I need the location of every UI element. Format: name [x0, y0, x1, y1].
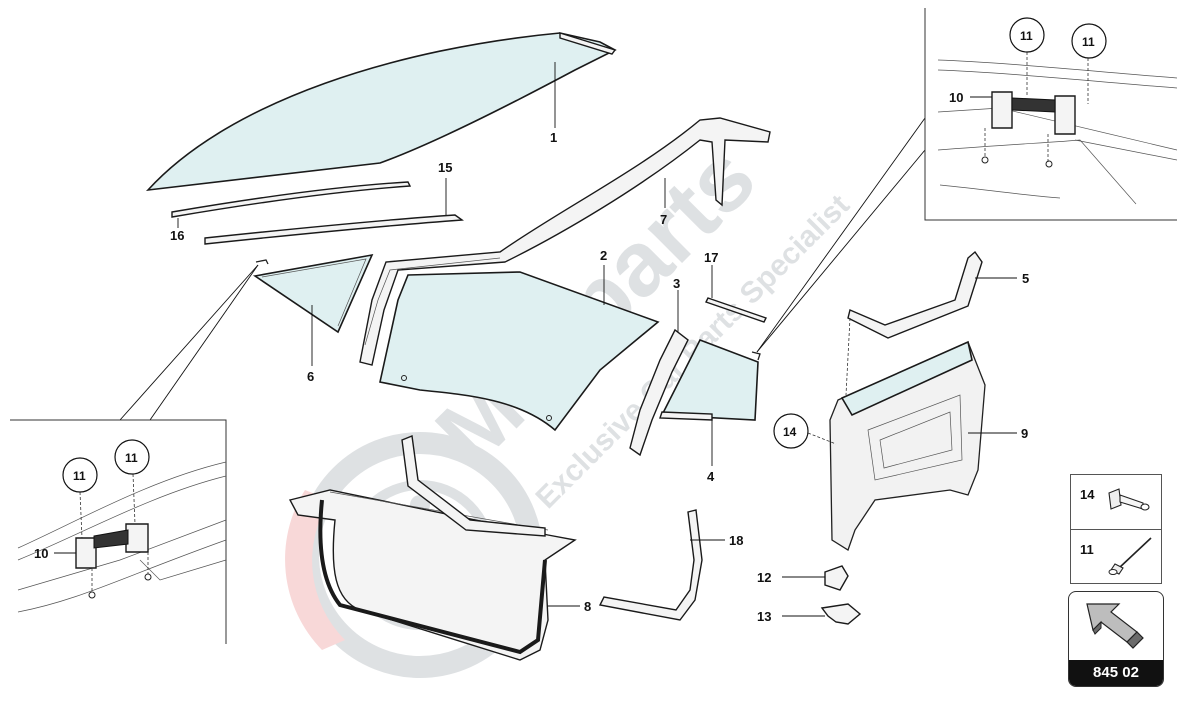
part-15-strip — [204, 214, 464, 245]
rivet-marker-right — [751, 351, 761, 361]
callout-14-circle — [773, 413, 809, 449]
callout-4: 4 — [707, 469, 715, 484]
callout-16: 16 — [170, 228, 184, 243]
callout-9: 9 — [1021, 426, 1028, 441]
reference-code: 845 02 — [1069, 660, 1163, 686]
callout-13: 13 — [757, 609, 771, 624]
callout-17: 17 — [704, 250, 718, 265]
direction-arrow-icon — [1086, 603, 1144, 649]
detail-bl-label-a: 11 — [73, 469, 86, 483]
detail-tr-circle-b — [1071, 23, 1107, 59]
part-7-door-frame — [359, 117, 771, 366]
callout-3: 3 — [673, 276, 680, 291]
part-3-pillar-seal — [629, 328, 689, 457]
fastener-legend: 14 11 — [1070, 474, 1162, 584]
rivet-bolt-icon — [1108, 488, 1150, 511]
detail-tr-label-b: 11 — [1082, 35, 1095, 49]
callout-2: 2 — [600, 248, 607, 263]
detail-bl-label-b: 11 — [125, 451, 138, 465]
part-6-quarter-glass — [252, 253, 374, 334]
detail-tr-label-a: 11 — [1020, 29, 1033, 43]
detail-bl-circle-a — [62, 457, 98, 493]
detail-tr-circle-a — [1009, 17, 1045, 53]
part-18-rear-seal — [598, 509, 703, 621]
callout-1: 1 — [550, 130, 557, 145]
callout-6: 6 — [307, 369, 314, 384]
part-5-upper-bracket — [847, 250, 983, 339]
detail-top-right: 11 11 10 — [924, 8, 1178, 221]
part-17-clip-strip — [705, 297, 767, 323]
part-16-strip — [171, 181, 412, 218]
part-1-windscreen — [145, 32, 617, 192]
legend-number: 11 — [1080, 542, 1094, 557]
callout-14: 14 — [783, 425, 797, 439]
part-8-door-seal — [288, 435, 577, 661]
detail-bl-circle-b — [114, 439, 150, 475]
detail-bottom-left: 11 11 10 — [10, 419, 227, 644]
callout-labels: 1 15 16 2 17 3 7 6 4 5 9 8 18 12 13 14 — [170, 130, 1029, 624]
callout-18: 18 — [729, 533, 743, 548]
callout-8: 8 — [584, 599, 591, 614]
leader-lines — [119, 62, 1017, 617]
part-4-rear-glass — [659, 338, 759, 421]
screw-rivet-icon — [1108, 537, 1152, 575]
part-12-clip — [824, 565, 849, 591]
rivet-marker-left — [255, 259, 269, 265]
part-2-door-glass — [379, 271, 660, 432]
legend-row-11: 11 — [1071, 529, 1161, 583]
detail-bl-label-10: 10 — [34, 546, 48, 561]
callout-15: 15 — [438, 160, 452, 175]
callout-12: 12 — [757, 570, 771, 585]
part-13-clip — [820, 603, 862, 625]
detail-tr-label-10: 10 — [949, 90, 963, 105]
callout-5: 5 — [1022, 271, 1029, 286]
legend-number: 14 — [1080, 487, 1095, 502]
reference-box: 845 02 — [1068, 591, 1164, 687]
part-9-door-panel — [829, 340, 986, 551]
legend-row-14: 14 — [1071, 475, 1161, 528]
callout-7: 7 — [660, 212, 667, 227]
